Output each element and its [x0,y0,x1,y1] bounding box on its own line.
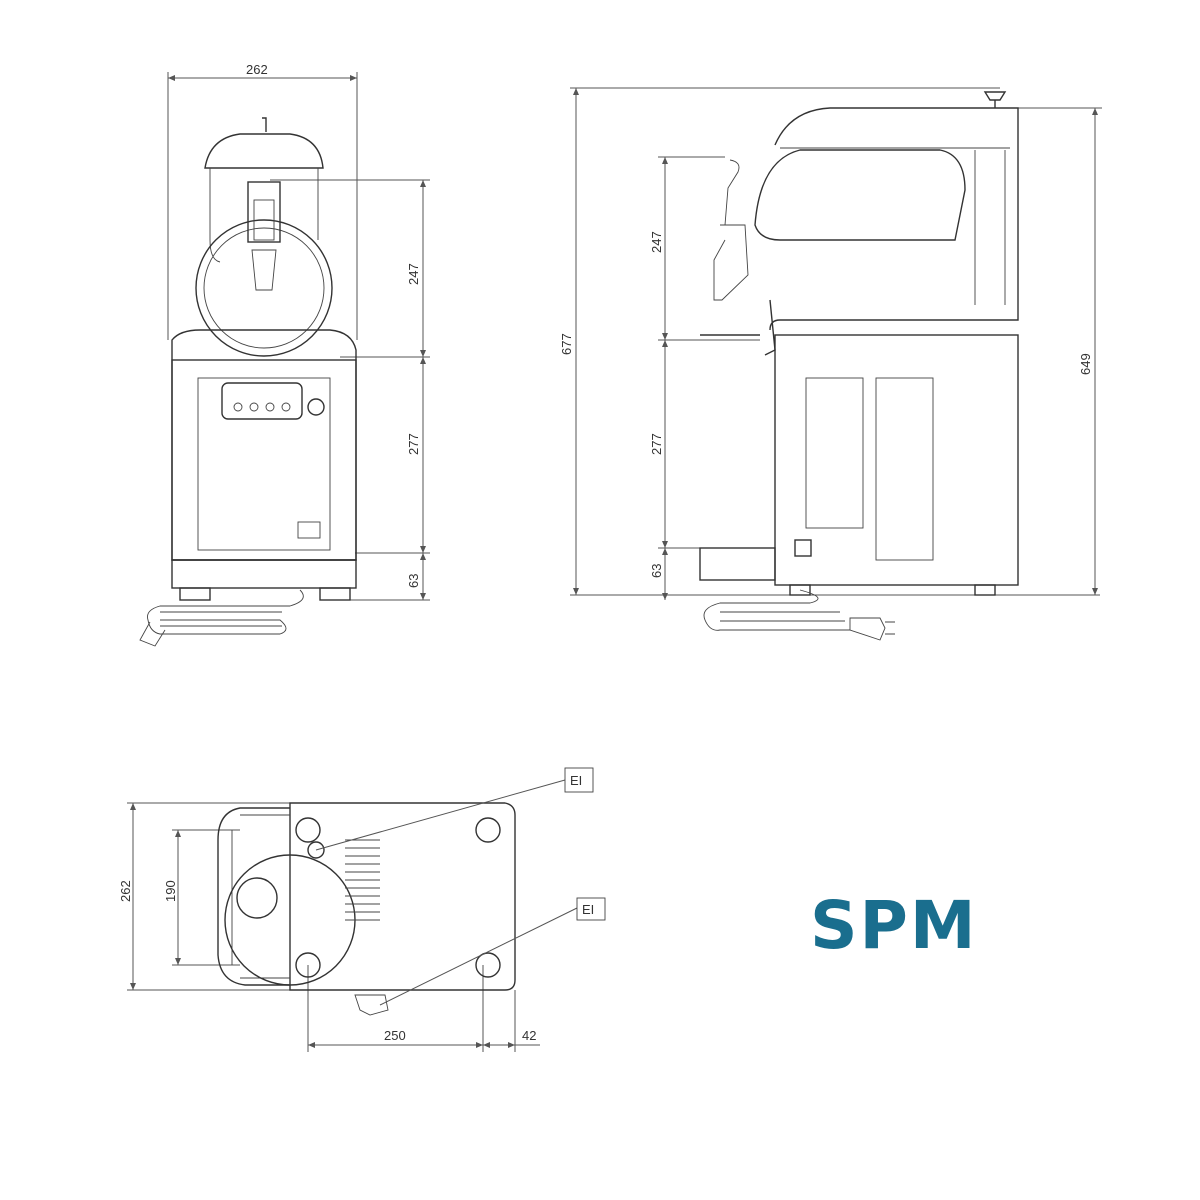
bottom-length-dim: 250 [384,1028,406,1043]
callout-label-1: EI [570,773,582,788]
bottom-view: 262 190 250 42 EI EI [118,767,606,1052]
front-upper-height-dim: 247 [406,263,421,285]
bottom-inner-width-dim: 190 [163,880,178,902]
front-view: 262 247 277 63 [139,62,430,647]
side-base-height-dim: 63 [649,564,664,578]
front-base-height-dim: 63 [406,574,421,588]
side-upper-height-dim: 247 [649,231,664,253]
bottom-width-dim: 262 [118,880,133,902]
side-body-height-dim: 649 [1078,353,1093,375]
spm-logo: SPM [810,887,978,964]
bottom-offset-dim: 42 [522,1028,536,1043]
front-middle-height-dim: 277 [406,433,421,455]
front-width-dim: 262 [246,62,268,77]
callout-label-2: EI [582,902,594,917]
side-view: 677 649 247 277 63 [559,87,1102,641]
side-total-height-dim: 677 [559,333,574,355]
vent-grille [805,377,934,561]
side-middle-height-dim: 277 [649,433,664,455]
